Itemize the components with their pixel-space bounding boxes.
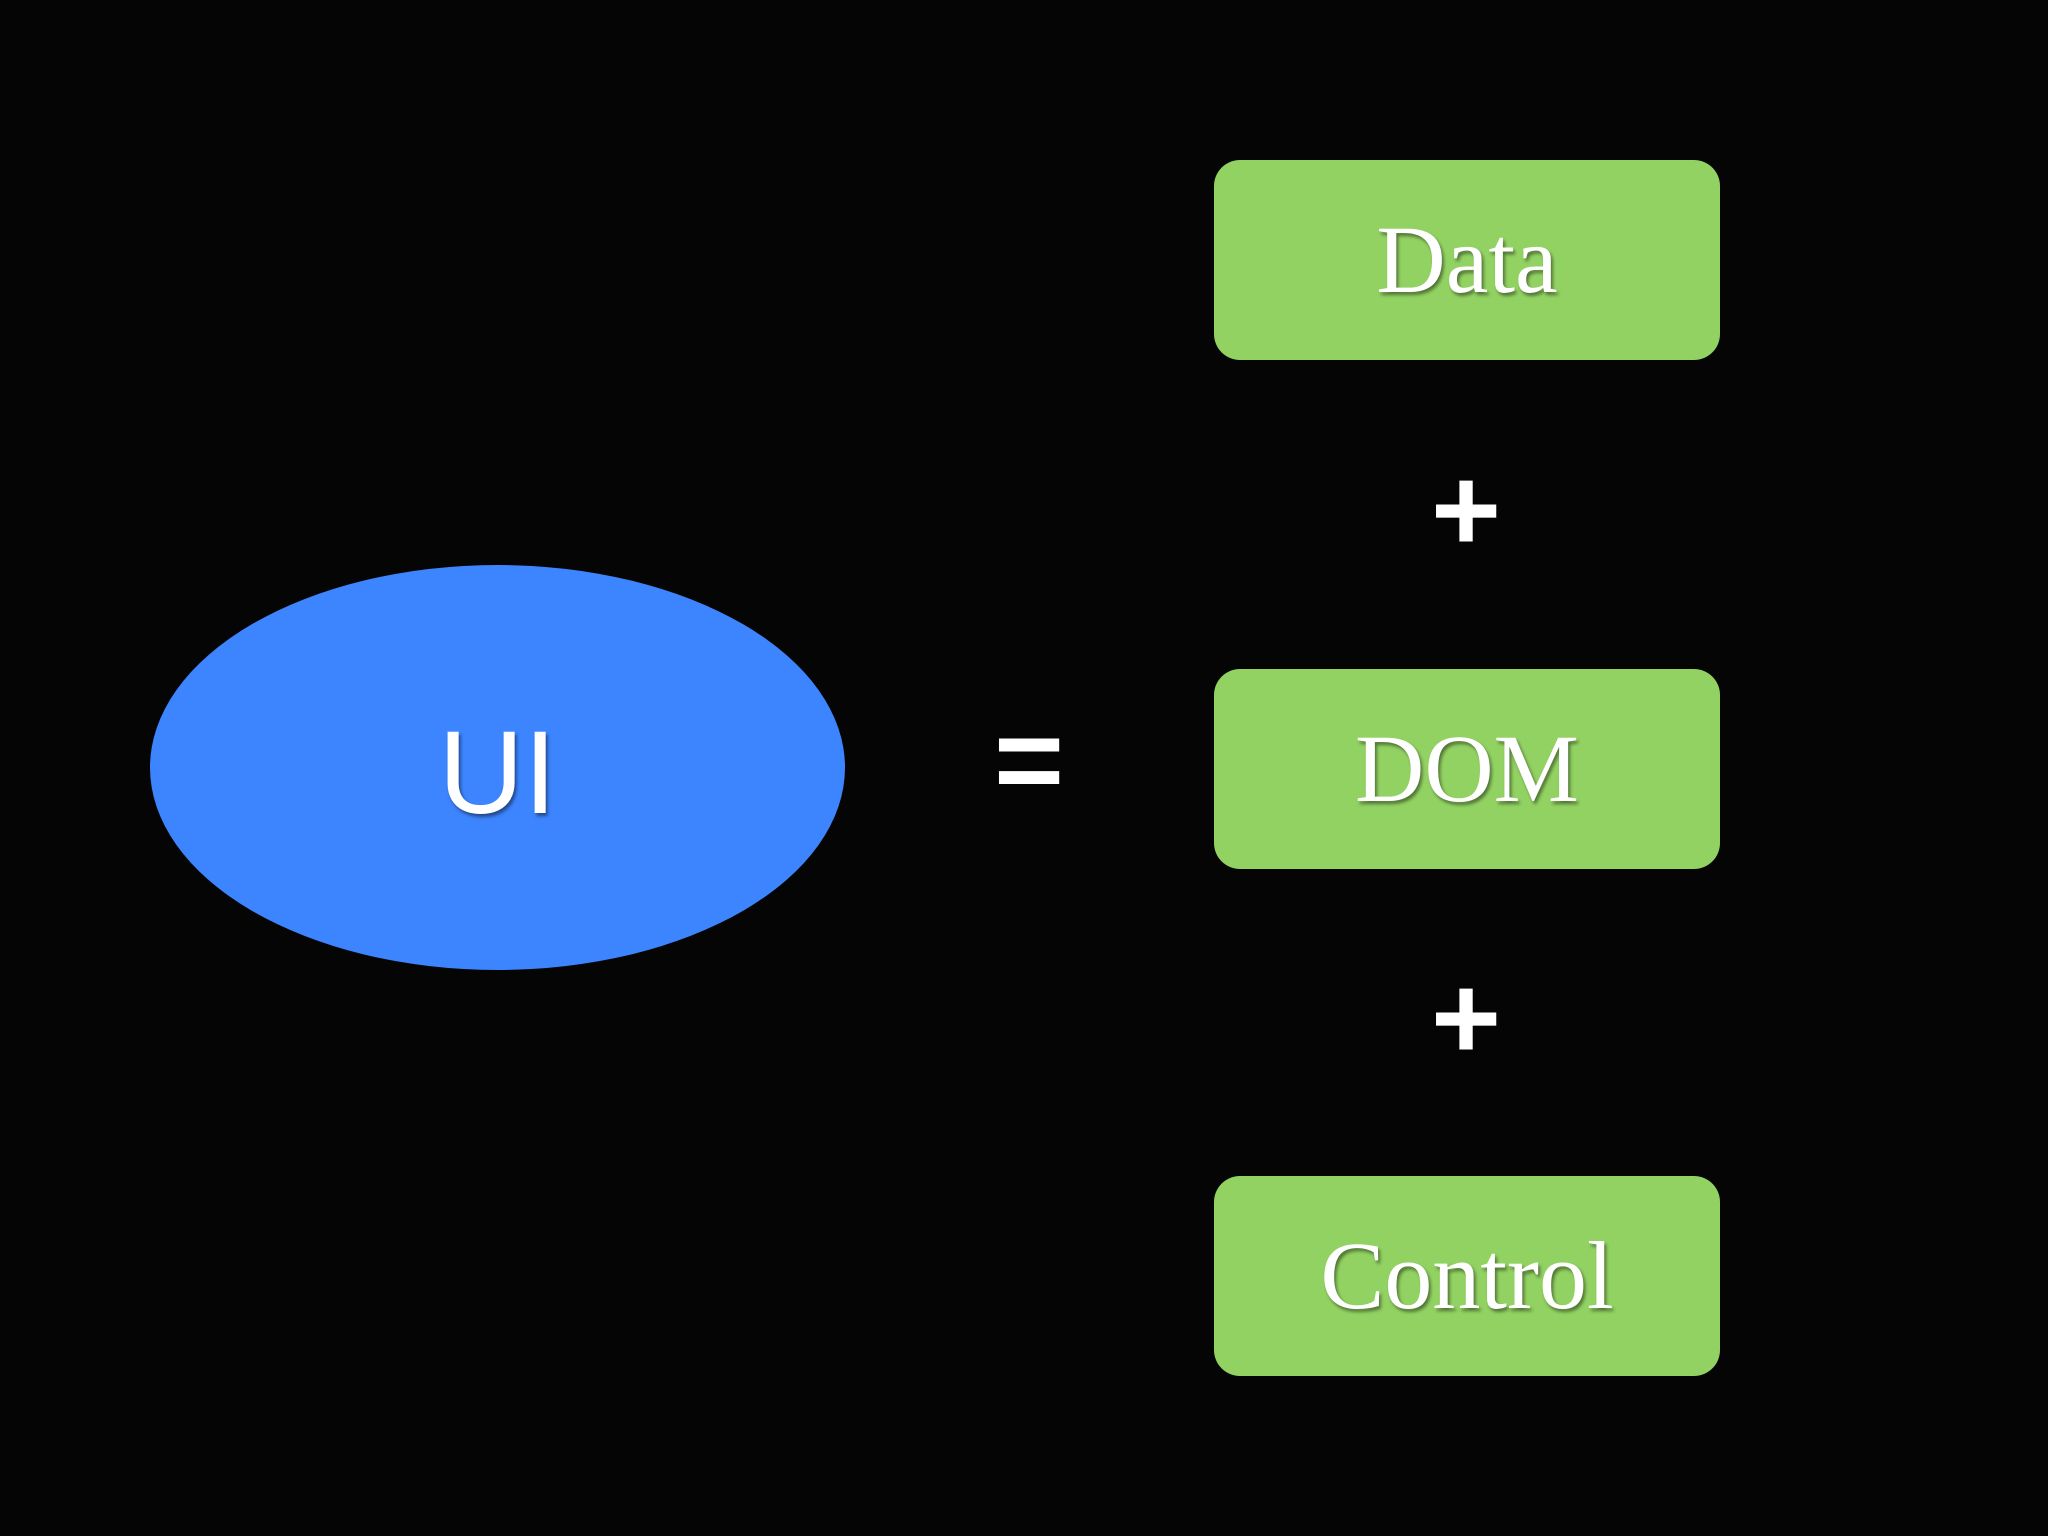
dom-label: DOM	[1354, 715, 1579, 822]
ui-ellipse: UI	[150, 565, 845, 970]
plus-sign-2: +	[1430, 951, 1502, 1085]
data-label: Data	[1376, 206, 1558, 313]
data-box: Data	[1214, 160, 1720, 360]
control-label: Control	[1320, 1222, 1614, 1329]
plus-sign-1: +	[1430, 443, 1502, 577]
ui-label: UI	[438, 706, 557, 839]
control-box: Control	[1214, 1176, 1720, 1376]
dom-box: DOM	[1214, 669, 1720, 869]
equals-sign: =	[993, 693, 1065, 827]
